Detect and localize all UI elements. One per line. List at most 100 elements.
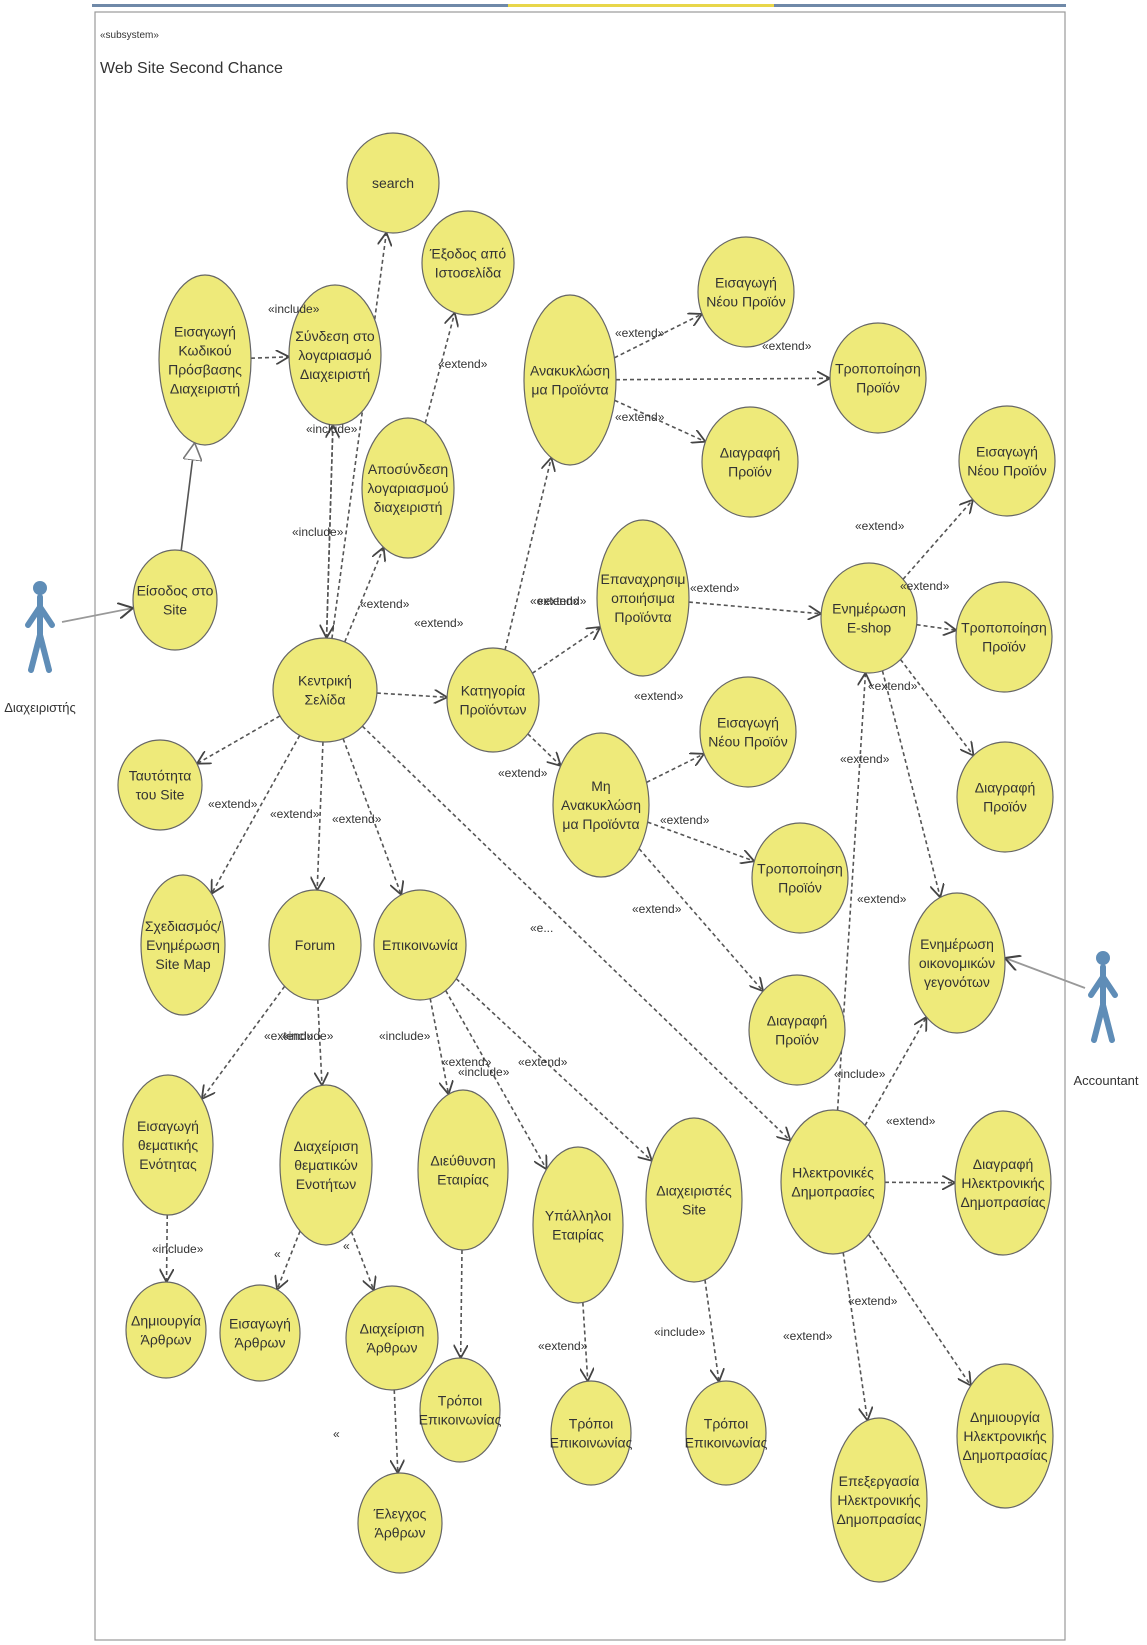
- relationship-label: «extend»: [660, 813, 710, 827]
- relationship-contact-staff: [445, 990, 547, 1170]
- use-case-label: Τροποποίηση: [757, 861, 843, 877]
- use-case-label: Προϊόν: [775, 1032, 819, 1048]
- use-case-label: Επικοινωνία: [382, 937, 458, 953]
- use-case-shape: [596, 519, 690, 677]
- relationship-label: «extend»: [690, 581, 740, 595]
- use-case-label: Διεύθυνση: [430, 1153, 495, 1169]
- use-case-label: Διαγραφή: [973, 1156, 1033, 1172]
- use-case-shape: [219, 1284, 301, 1382]
- use-case-label: Τρόποι: [704, 1416, 748, 1432]
- use-case-shape: [268, 889, 362, 1001]
- use-case-shape: [958, 405, 1056, 517]
- actor-administrator-head-icon: [33, 581, 47, 595]
- use-case-label: θεματικών: [294, 1157, 358, 1173]
- relationship-label: «extend»: [538, 1339, 588, 1353]
- relationship-admins-contact3: [704, 1279, 719, 1382]
- relationship-category-nonrecycled: [527, 733, 561, 766]
- relationship-label: «extend»: [537, 594, 587, 608]
- use-case-forum[interactable]: Forum: [268, 889, 362, 1001]
- use-case-label: λογαριασμού: [368, 480, 449, 496]
- relationship-contact-admins: [455, 978, 652, 1161]
- relationship-label: «: [274, 1247, 281, 1261]
- relationship-category-reusable: [531, 627, 600, 674]
- use-case-label: Υπάλληλοι: [545, 1208, 611, 1224]
- use-case-label: Δημοπρασίας: [962, 1447, 1047, 1463]
- relationship-label: «include»: [282, 1029, 334, 1043]
- use-case-shape: [279, 1084, 373, 1246]
- use-case-label: Εισαγωγή: [229, 1316, 291, 1332]
- use-case-label: Επικοινωνίας: [685, 1435, 768, 1451]
- relationship-eshop-e_del: [899, 658, 974, 755]
- use-case-shape: [645, 1117, 743, 1283]
- relationship-reusable-eshop: [688, 601, 821, 614]
- use-case-shape: [446, 647, 540, 753]
- relationship-label: «extend»: [615, 326, 665, 340]
- use-case-contact[interactable]: Επικοινωνία: [373, 889, 467, 1001]
- relationship-category-recycled: [504, 458, 551, 651]
- relationship-topic_mgmt-art_mgmt: [350, 1231, 373, 1291]
- use-case-label: Δημοπρασίας: [960, 1194, 1045, 1210]
- top-bar-middle: [508, 4, 774, 7]
- actor-accountant[interactable]: [1088, 951, 1118, 1043]
- relationship-staff-contact2: [583, 1302, 588, 1382]
- use-case-label: λογαριασμό: [298, 347, 372, 363]
- relationship-home-identity: [197, 715, 281, 764]
- actor-administrator[interactable]: [25, 581, 55, 673]
- use-case-shape: [523, 294, 617, 466]
- use-case-label: Προϊόν: [778, 880, 822, 896]
- use-case-shape: [751, 822, 849, 934]
- use-case-shape: [122, 1074, 214, 1216]
- relationship-code-login: [250, 357, 289, 358]
- use-case-shape: [140, 874, 226, 1016]
- subsystem-frame: [94, 11, 1066, 1641]
- relationship-label: «extend»: [900, 579, 950, 593]
- use-case-label: Προϊόν: [728, 464, 772, 480]
- use-case-shape: [272, 637, 378, 743]
- relationship-eshop-e_mod: [916, 625, 957, 631]
- use-case-label: Εισαγωγή: [137, 1118, 199, 1134]
- use-case-search[interactable]: search: [346, 132, 440, 234]
- relationship-label: «: [343, 1239, 350, 1253]
- use-case-label: Site: [682, 1202, 706, 1218]
- use-case-shape: [373, 889, 467, 1001]
